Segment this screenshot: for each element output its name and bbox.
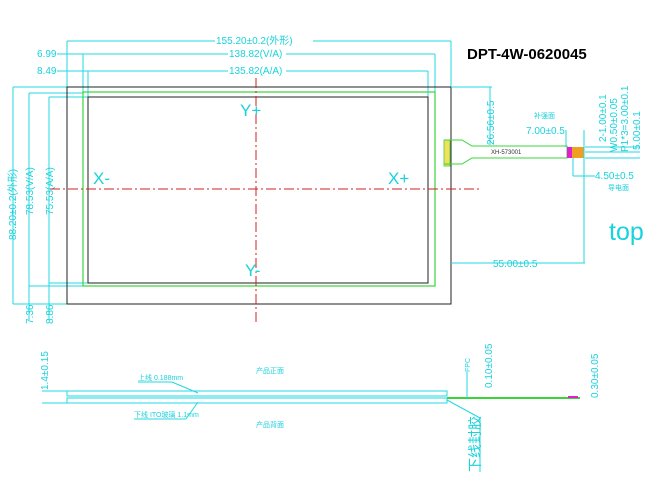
bottom-layer-note: 下线 ITO玻璃 1.1mm [134, 410, 199, 419]
fpc-length-dim: 55.00±0.5 [493, 259, 538, 270]
stiffener-thickness-dim: 0.30±0.05 [590, 353, 601, 398]
aa-left-offset-dim: 8.49 [37, 66, 57, 77]
outline-width-dim: 155.20±0.2(外形) [216, 35, 293, 47]
y-minus-label: Y- [245, 261, 260, 280]
va-width-dim: 138.82(V/A) [229, 49, 282, 60]
fpc-note: FPC [465, 358, 472, 372]
va-bottom-offset-dim: 7.36 [25, 304, 36, 324]
left-dimensions: 88.20±0.2(外形) 78.53(V/A) 75.53(A/A) 7.36… [7, 86, 88, 324]
conductive-side-note: 导电面 [608, 183, 629, 192]
fpc-tail: XH-573001 26.56±0.5 55.00±0.5 补强面 7.00±0… [443, 85, 643, 270]
trace-width-dim: W0.50±0.05 [609, 98, 620, 152]
aa-width-dim: 135.82(A/A) [229, 66, 282, 77]
front-note: 产品正面 [256, 366, 284, 375]
thickness-dim: 1.4±0.15 [40, 351, 51, 390]
aa-bottom-offset-dim: 8.86 [45, 304, 56, 324]
stiffener-length-dim: 7.00±0.5 [526, 126, 565, 137]
fpc-thickness-dim: 0.10±0.05 [484, 343, 495, 388]
fpc-position-dim: 26.56±0.5 [486, 100, 497, 145]
va-left-offset-dim: 6.99 [37, 49, 57, 60]
stiffener-side-note: 补强面 [534, 111, 555, 120]
va-height-dim: 78.53(V/A) [25, 167, 36, 215]
fpc-part-number: XH-573001 [491, 150, 522, 156]
active-area [87, 96, 429, 284]
outline-height-dim: 88.20±0.2(外形) [7, 169, 19, 240]
top-dimensions: 155.20±0.2(外形) 138.82(V/A) 135.82(A/A) 6… [37, 35, 452, 97]
seal-note: 下线封胶 [467, 416, 483, 472]
fpc-width-dim: 5.00±0.1 [632, 111, 643, 150]
side-view: 1.4±0.15 产品正面 产品背面 上线 0.188mm 下线 ITO玻璃 1… [40, 343, 601, 472]
part-number-title: DPT-4W-0620045 [467, 46, 587, 63]
x-minus-label: X- [93, 169, 110, 188]
pitch-dim: P1*3=3.00±0.1 [620, 85, 631, 152]
top-layer-note: 上线 0.188mm [138, 373, 183, 382]
view-label: top [609, 218, 644, 246]
back-note: 产品背面 [256, 420, 284, 429]
conductive-length-dim: 4.50±0.5 [595, 171, 634, 182]
y-plus-label: Y+ [240, 101, 261, 120]
x-plus-label: X+ [388, 169, 409, 188]
aa-height-dim: 75.53(A/A) [45, 167, 56, 215]
touch-panel-outline: Y+ Y- X- X+ [50, 78, 480, 322]
pin-width-dim: 2-1.00±0.1 [598, 94, 609, 142]
